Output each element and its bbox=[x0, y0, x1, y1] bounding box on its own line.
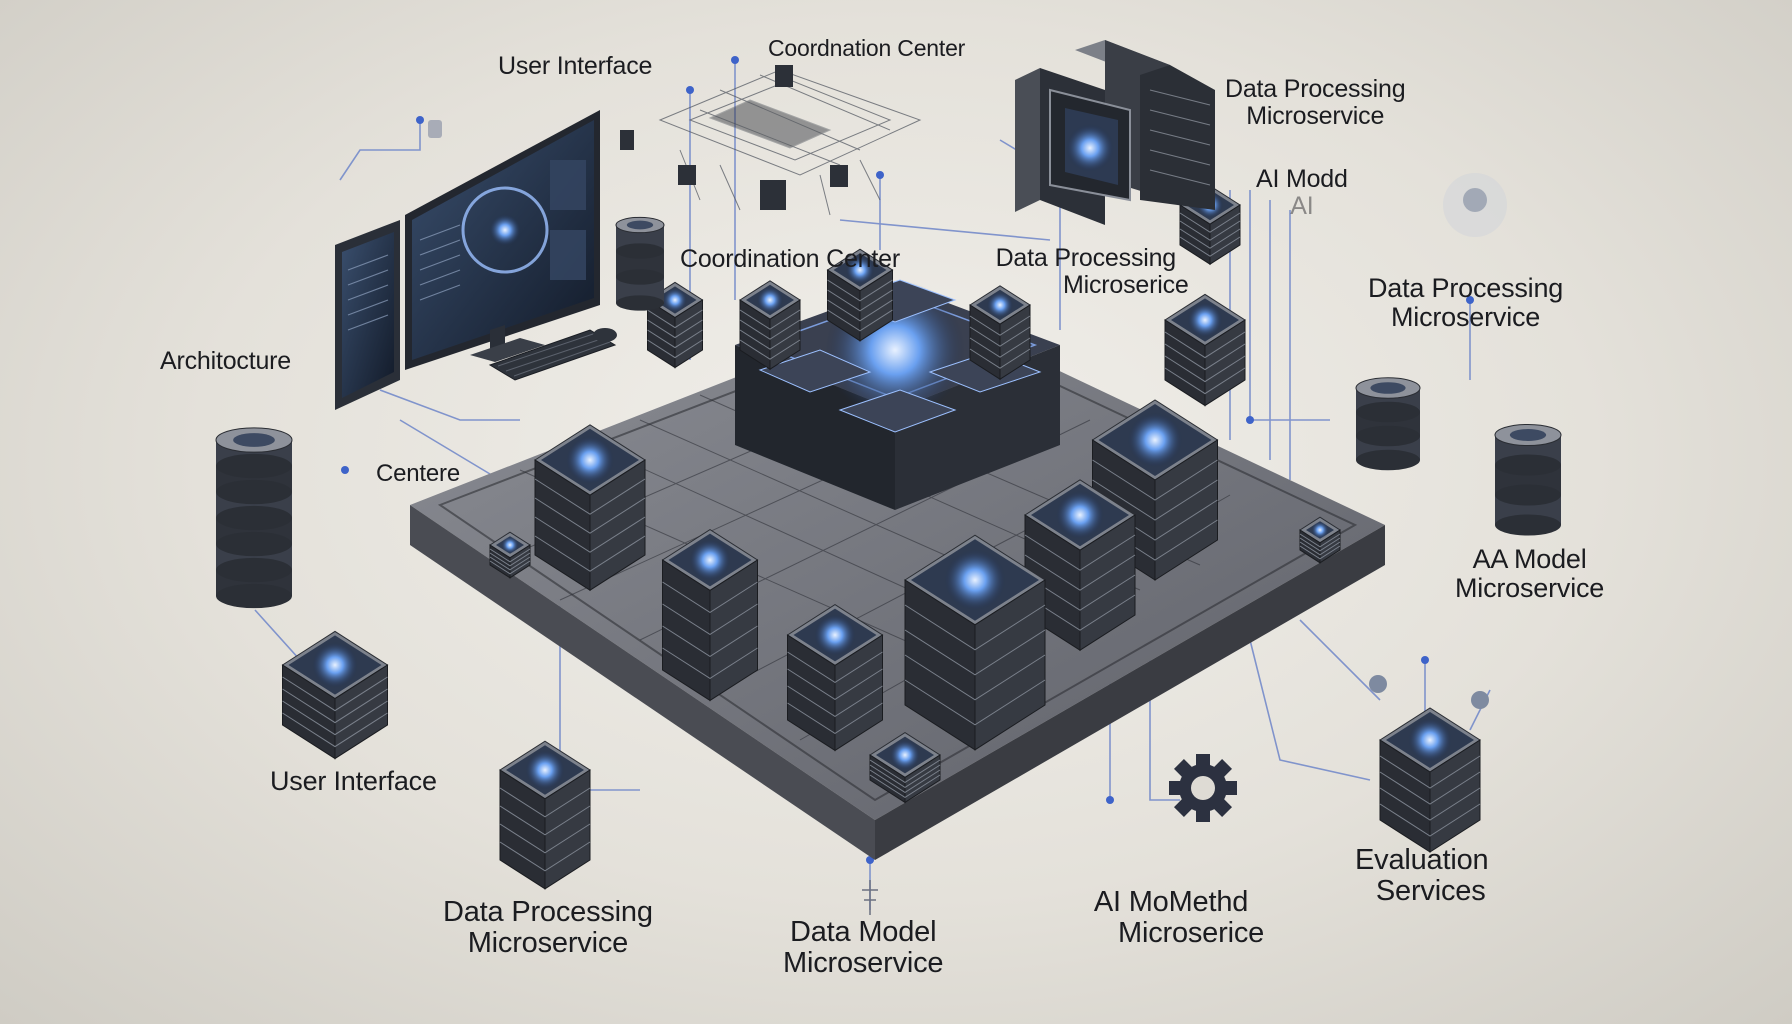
label-architecture: Architocture bbox=[160, 347, 291, 375]
server-node bbox=[1379, 707, 1481, 853]
server-node bbox=[534, 424, 646, 592]
label-user-interface-top: User Interface bbox=[498, 52, 653, 80]
label-centere: Centere bbox=[376, 460, 460, 487]
server-node bbox=[489, 531, 531, 579]
circuit-chips bbox=[620, 65, 848, 210]
bulb-icon bbox=[428, 120, 1507, 709]
monitor-icon bbox=[335, 110, 617, 410]
server-node bbox=[646, 281, 704, 369]
server-node bbox=[499, 740, 591, 890]
label-coordination-center-mid: Coordination Center bbox=[680, 245, 900, 273]
antenna-icon bbox=[862, 880, 878, 915]
server-node bbox=[1164, 293, 1246, 407]
label-user-interface-bottom: User Interface bbox=[270, 766, 437, 796]
database-icon bbox=[1355, 377, 1421, 471]
server-rack-icon bbox=[1015, 40, 1215, 225]
database-icon bbox=[1494, 423, 1562, 536]
central-hub bbox=[735, 279, 1060, 510]
server-node bbox=[969, 285, 1031, 381]
server-node bbox=[661, 529, 759, 702]
server-node bbox=[786, 604, 884, 752]
server-node bbox=[826, 248, 894, 342]
server-node bbox=[739, 280, 801, 371]
gear-icon bbox=[1169, 754, 1237, 822]
database-icon bbox=[615, 216, 665, 311]
server-nodes bbox=[281, 185, 1481, 890]
server-node bbox=[869, 732, 941, 804]
database-icon bbox=[215, 427, 293, 609]
server-node bbox=[1299, 516, 1341, 564]
circuit-grid bbox=[658, 69, 922, 216]
database-icon bbox=[215, 216, 1562, 609]
label-coordination-center-top: Coordnation Center bbox=[768, 35, 966, 61]
server-node bbox=[904, 534, 1046, 751]
server-node bbox=[281, 630, 389, 760]
